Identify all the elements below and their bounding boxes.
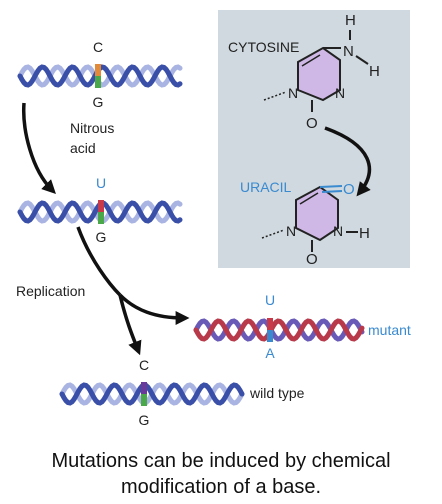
arrow-cytosine-to-uracil: [324, 126, 372, 197]
mutant-label: mutant: [368, 322, 411, 338]
uracil-new-oxygen: O: [343, 181, 355, 198]
cytosine-structure: CYTOSINE N H H N N O: [228, 12, 380, 132]
helix-front-strand: [59, 382, 245, 406]
wildtype-label: wild type: [249, 385, 305, 401]
arrow-replication-trunk: [76, 226, 122, 297]
base-pair-bottom-half: [95, 76, 101, 88]
cytosine-ring-n3: N: [335, 85, 345, 101]
arrow-to-mutant: [118, 293, 190, 325]
uracil-ring-n3: N: [333, 223, 343, 239]
base-pair-top-half: [267, 318, 273, 330]
mutant-helix-top-base: U: [265, 292, 275, 308]
base-pair-top-half: [95, 64, 101, 76]
uracil-ring-n1: N: [286, 223, 296, 239]
caption-line-2: modification of a base.: [120, 476, 322, 498]
uracil-oxygen: O: [306, 251, 318, 268]
uracil-structure: URACIL O N N H O: [240, 179, 370, 268]
arrow-to-wildtype: [118, 294, 142, 356]
top-helix-bottom-base: G: [93, 94, 104, 110]
dna-helix-middle: [17, 200, 183, 224]
cytosine-oxygen: O: [306, 115, 318, 132]
cytosine-amino-h-top: H: [345, 12, 356, 29]
top-helix-top-base: C: [93, 39, 103, 55]
middle-helix-top-base: U: [96, 175, 106, 191]
step-label-line1: Nitrous: [70, 120, 114, 136]
base-pair-bottom-half: [267, 330, 273, 342]
cytosine-n-h-right-bond: [355, 55, 369, 65]
uracil-c-o-double-bond-b: [321, 190, 343, 193]
middle-helix-bottom-base: G: [96, 229, 107, 245]
uracil-ring-double-bond: [299, 192, 319, 205]
dna-helix-mutant: [193, 318, 365, 342]
helix-front-strand: [193, 318, 365, 342]
replication-label: Replication: [16, 283, 85, 299]
cytosine-amino-h-right: H: [369, 63, 380, 80]
arrow-nitrous-acid: [22, 102, 56, 194]
cytosine-ring-n1: N: [288, 85, 298, 101]
base-pair-top-half: [141, 382, 147, 394]
caption-line-1: Mutations can be induced by chemical: [51, 450, 391, 472]
wildtype-helix-bottom-base: G: [139, 412, 150, 428]
cytosine-ring-double-bond: [301, 54, 321, 67]
uracil-c-o-double-bond-a: [319, 185, 343, 188]
cytosine-amino-n: N: [343, 43, 354, 60]
uracil-n-hydrogen: H: [359, 225, 370, 242]
dna-helix-top: [17, 64, 183, 88]
mutation-diagram: C G Nitrous acid U G Replication U A mut…: [16, 10, 411, 428]
step-label-line2: acid: [70, 140, 96, 156]
cytosine-label: CYTOSINE: [228, 39, 299, 55]
base-pair-bottom-half: [141, 394, 147, 406]
base-pair-bottom-half: [98, 212, 104, 224]
mutant-helix-bottom-base: A: [265, 345, 275, 361]
wildtype-helix-top-base: C: [139, 357, 149, 373]
uracil-label: URACIL: [240, 179, 292, 195]
helix-back-strand: [193, 318, 365, 342]
base-pair-top-half: [98, 200, 104, 212]
dna-helix-wildtype: [59, 382, 245, 406]
